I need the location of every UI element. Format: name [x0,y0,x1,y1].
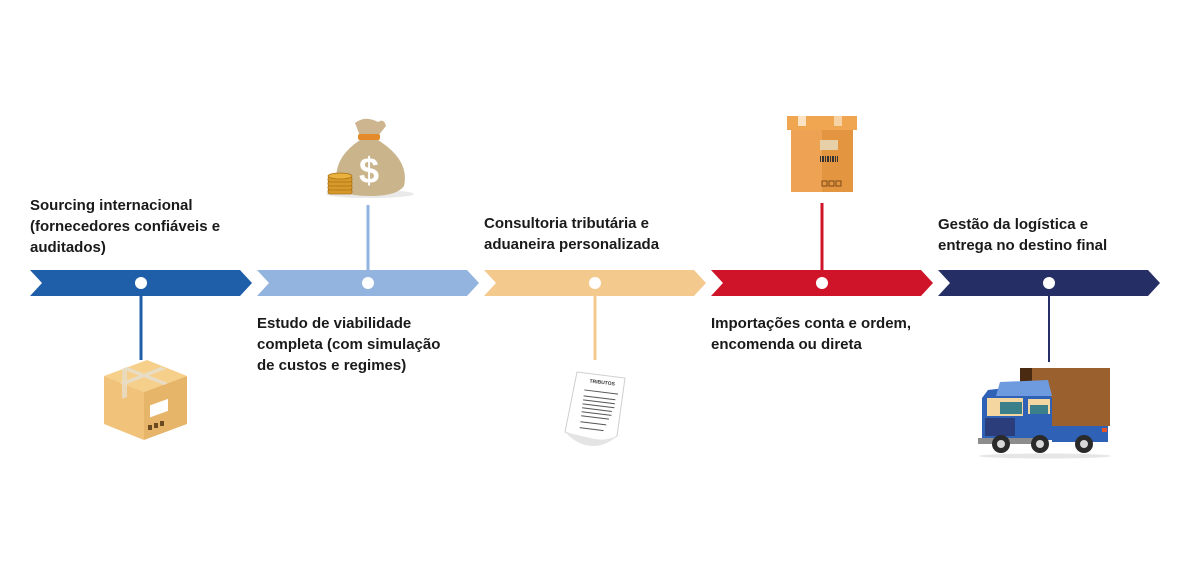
step-label-sourcing: Sourcing internacional (fornecedores con… [30,195,220,258]
truck-icon [978,368,1111,459]
step-label-importacoes: Importações conta e ordem, encomenda ou … [711,313,911,355]
node-importacoes [816,277,828,289]
step-label-line: Sourcing internacional [30,197,193,214]
step-label-logistica: Gestão da logística e entrega no destino… [938,214,1107,256]
step-label-line: entrega no destino final [938,237,1108,254]
step-label-line: Estudo de viabilidade [257,315,412,332]
money-bag-icon: $ [326,118,414,198]
step-label-line: encomenda ou direta [711,336,862,353]
step-label-line: auditados) [30,239,106,256]
receipt-title: TRIBUTOS [589,378,616,387]
step-label-line: completa (com simulação [257,336,441,353]
node-logistica [1043,277,1055,289]
node-consultoria [589,277,601,289]
step-label-line: (fornecedores confiáveis e [30,218,221,235]
step-label-line: aduaneira personalizada [484,236,660,253]
step-label-line: Consultoria tributária e [484,215,650,232]
step-label-line: Gestão da logística e [938,216,1089,233]
step-label-line: de custos e regimes) [257,357,407,374]
svg-text:$: $ [359,150,379,191]
step-label-viabilidade: Estudo de viabilidade completa (com simu… [257,313,440,376]
step-label-consultoria: Consultoria tributária e aduaneira perso… [484,213,659,255]
receipt-icon: TRIBUTOS [564,371,626,446]
shipping-box-icon [787,116,857,192]
step-label-line: Importações conta e ordem, [711,315,912,332]
cardboard-box-icon [104,360,187,440]
node-viabilidade [362,277,374,289]
node-sourcing [135,277,147,289]
